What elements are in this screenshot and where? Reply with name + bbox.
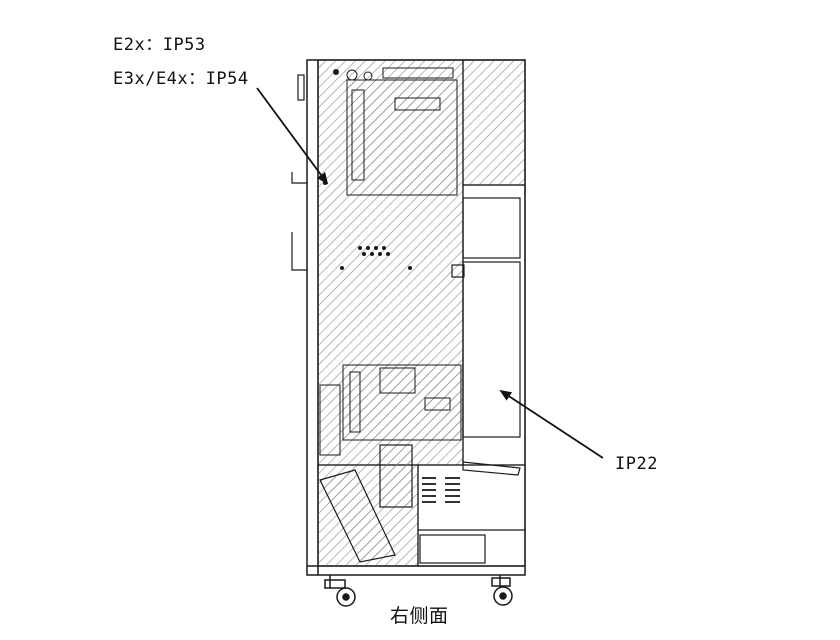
arrow-to-ventilated-compartment bbox=[499, 389, 604, 459]
ventilated-compartment bbox=[451, 184, 526, 466]
casters bbox=[324, 575, 513, 607]
upper-right-block bbox=[462, 59, 526, 186]
view-caption: 右侧面 bbox=[390, 605, 449, 627]
door-handles bbox=[291, 74, 307, 271]
protection-label-ip22: IP22 bbox=[615, 454, 658, 474]
protection-label-e3x-e4x: E3x/E4x：IP54 bbox=[113, 69, 249, 89]
sealed-compartment bbox=[317, 59, 464, 466]
lower-section bbox=[317, 444, 526, 567]
protection-label-e2x: E2x：IP53 bbox=[113, 35, 206, 55]
arrow-to-sealed-compartment bbox=[256, 87, 329, 185]
